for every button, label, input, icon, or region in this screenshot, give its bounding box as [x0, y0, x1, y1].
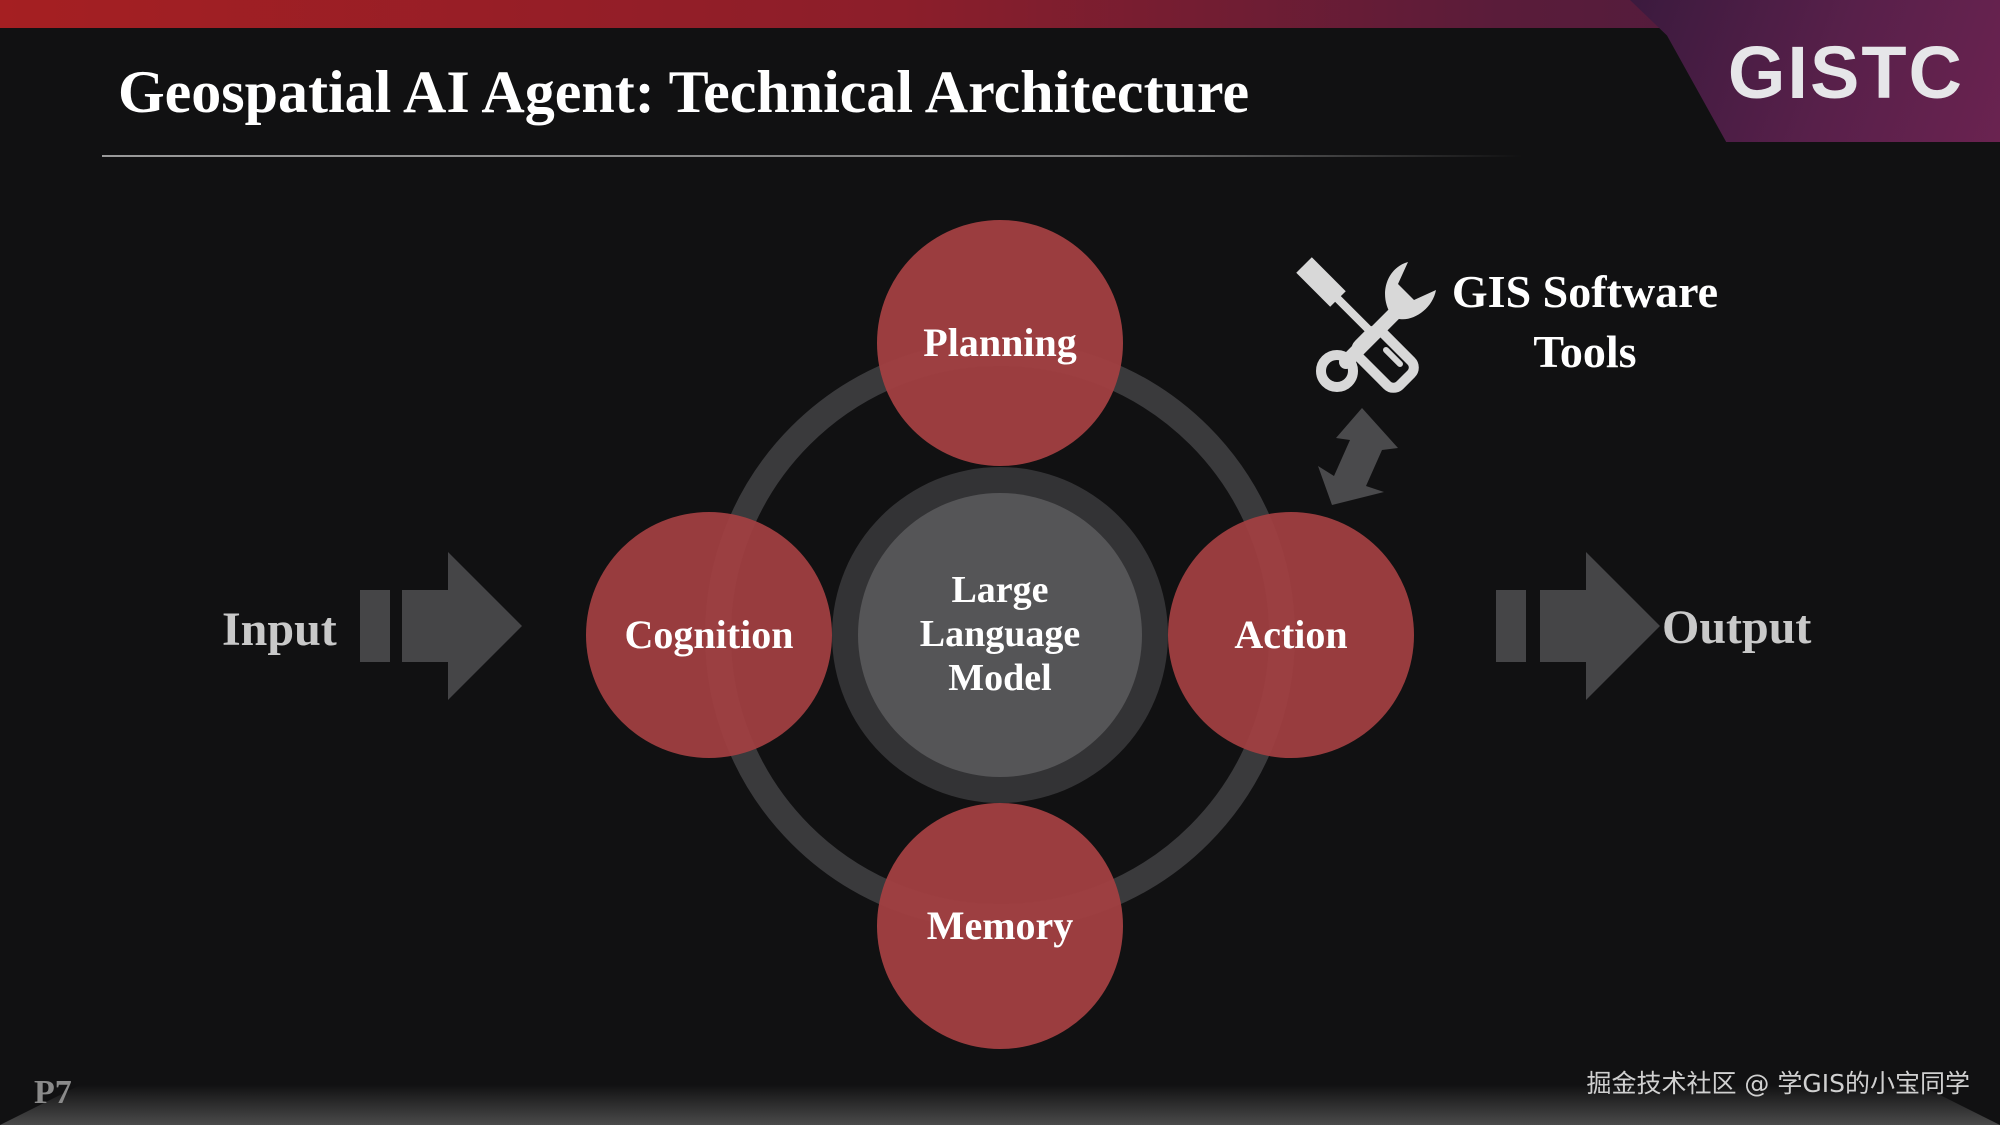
action-node: [1168, 512, 1414, 758]
page-number: P7: [34, 1074, 72, 1111]
cognition-node: [586, 512, 832, 758]
tools-link-arrow: [1318, 408, 1398, 505]
memory-label: Memory: [927, 903, 1074, 948]
page-title: Geospatial AI Agent: Technical Architect…: [118, 59, 1250, 125]
output-arrow: [1496, 552, 1660, 700]
watermark: 掘金技术社区 @ 学GIS的小宝同学: [1586, 1069, 1970, 1098]
llm-inner-circle: [858, 493, 1142, 777]
output-label: Output: [1662, 601, 1812, 654]
llm-label-line2: Language: [920, 613, 1080, 655]
memory-node: [877, 803, 1123, 1049]
planning-node: [877, 220, 1123, 466]
tools-label-line2: Tools: [1533, 326, 1637, 377]
title-divider: [102, 155, 1522, 157]
gistc-logo: GISTC: [1727, 31, 1964, 114]
input-arrow: [360, 552, 522, 700]
tools-label-line1: GIS Software: [1451, 266, 1719, 317]
cognition-label: Cognition: [625, 612, 794, 657]
planning-label: Planning: [923, 320, 1076, 365]
llm-label-line1: Large: [951, 569, 1048, 611]
tools-icon: [1296, 257, 1436, 393]
input-label: Input: [222, 603, 337, 656]
bottom-fade: [0, 1085, 2000, 1125]
llm-label-line3: Model: [948, 657, 1051, 699]
action-label: Action: [1234, 612, 1347, 657]
gis-software-tools-label: GIS Software Tools: [1420, 262, 1750, 382]
